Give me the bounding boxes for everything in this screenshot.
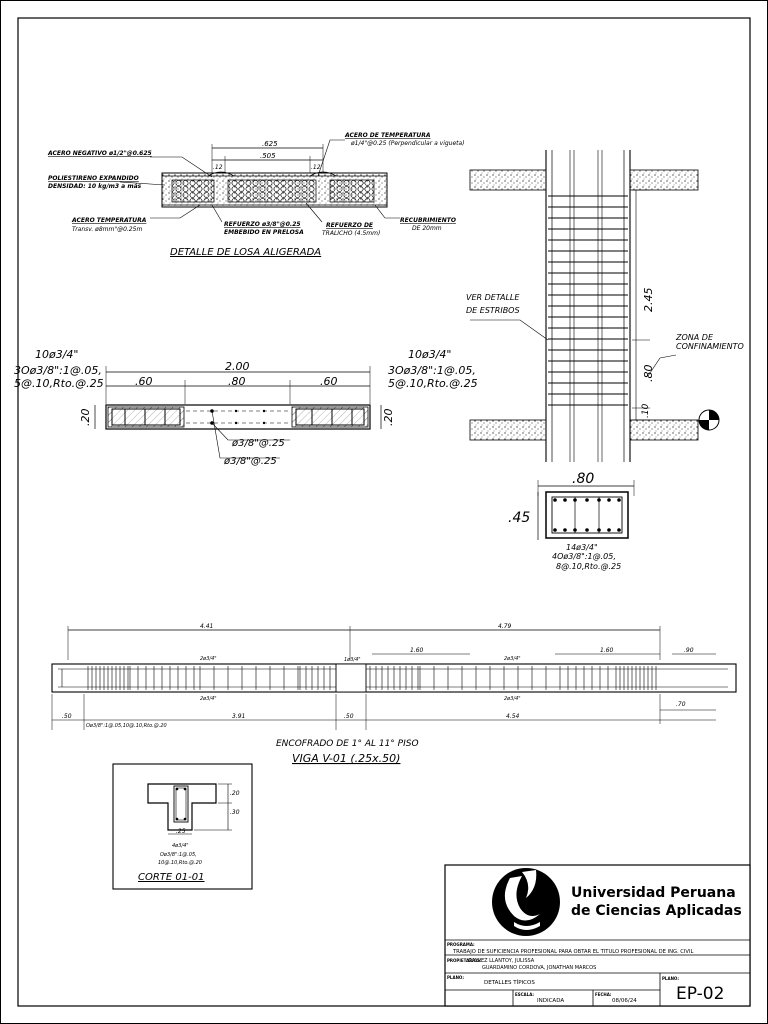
col-ver-detalle2: DE ESTRIBOS bbox=[466, 306, 520, 315]
col-d10: .10 bbox=[641, 403, 651, 418]
planta-seg3: .60 bbox=[320, 375, 338, 388]
planta-total: 2.00 bbox=[225, 360, 250, 373]
col-zona2: CONFINAMIENTO bbox=[676, 342, 744, 351]
label-densidad: DENSIDAD: 10 kg/m3 a más bbox=[48, 183, 142, 190]
losa-dim-top: .625 bbox=[262, 140, 278, 148]
label-refuerzo1: REFUERZO ø3/8"@0.25 bbox=[224, 221, 301, 228]
label-refuerzo2: REFUERZO DE bbox=[326, 222, 374, 229]
losa-dim-mid: .505 bbox=[260, 152, 276, 160]
losa-detail: .625 .505 .12 .12 ACERO NEGATIVO ø1/2"@0… bbox=[47, 132, 465, 258]
corte-title: CORTE 01-01 bbox=[138, 872, 204, 883]
planta-bar-a: ø3/8"@.25 bbox=[231, 438, 285, 449]
escala-value: INDICADA bbox=[537, 998, 564, 1004]
prop1: GALVEZ LLANTOY, JULISSA bbox=[468, 958, 535, 964]
planta-left-stirrups1: 3Oø3/8":1@.05, bbox=[14, 364, 102, 377]
label-acero-temp-left: ACERO TEMPERATURA bbox=[71, 217, 147, 224]
programa-value: TRABAJO DE SUFICIENCIA PROFESIONAL PARA … bbox=[452, 949, 694, 955]
label-refuerzo2b: TRALICHO (4.5mm) bbox=[322, 230, 380, 237]
label-refuerzo1b: EMBEBIDO EN PRELOSA bbox=[224, 229, 304, 236]
label-acero-negativo: ACERO NEGATIVO ø1/2"@0.625 bbox=[47, 150, 152, 157]
viga-d441: 4.41 bbox=[200, 623, 213, 630]
sec-height: .45 bbox=[508, 510, 530, 526]
corte-bars: 4ø3/4" bbox=[172, 843, 189, 849]
upc-logo-icon bbox=[492, 868, 560, 936]
viga-d160b: 1.60 bbox=[600, 647, 614, 654]
viga-d90: .90 bbox=[684, 647, 694, 654]
planta-seg1: .60 bbox=[135, 375, 153, 388]
prop2: GUARDAMINO CORDOVA, JONATHAN MARCOS bbox=[482, 965, 596, 971]
plano-label: PLANO: bbox=[447, 975, 464, 980]
uni-line1: Universidad Peruana bbox=[571, 885, 736, 901]
plano-value: DETALLES TÍPICOS bbox=[484, 979, 535, 986]
label-poliestireno: POLIESTIRENO EXPANDIDO bbox=[48, 175, 139, 182]
inner-border bbox=[17, 17, 751, 1007]
viga-d454: 4.54 bbox=[506, 713, 520, 720]
fecha-value: 08/06/24 bbox=[612, 998, 637, 1004]
viga-d160a: 1.60 bbox=[410, 647, 424, 654]
sec-bars: 14ø3/4" bbox=[566, 543, 598, 552]
planta-right-stirrups1: 3Oø3/8":1@.05, bbox=[388, 364, 476, 377]
planta-right-stirrups2: 5@.10,Rto.@.25 bbox=[388, 377, 478, 390]
sec-width: .80 bbox=[572, 471, 594, 487]
programa-label: PROGRAMA: bbox=[447, 942, 475, 947]
losa-dim-a: .12 bbox=[213, 164, 223, 171]
corte-stir1: Oø3/8":1@.05, bbox=[160, 852, 197, 858]
sec-stir1: 4Oø3/8":1@.05, bbox=[552, 552, 616, 561]
viga-title1: ENCOFRADO DE 1° AL 11° PISO bbox=[276, 739, 419, 749]
planta-right-bars: 10ø3/4" bbox=[408, 348, 452, 361]
corte-d30: .30 bbox=[230, 809, 240, 816]
viga-d70: .70 bbox=[676, 701, 686, 708]
viga-d50a: .50 bbox=[62, 713, 72, 720]
planta-left-bars: 10ø3/4" bbox=[35, 348, 79, 361]
plano-num-label: PLANO: bbox=[662, 976, 679, 981]
label-acero-temp-left2: Transv. ø8mm"@0.25m bbox=[72, 226, 142, 233]
col-ver-detalle1: VER DETALLE bbox=[466, 293, 520, 302]
viga-d50b: .50 bbox=[344, 713, 354, 720]
col-zona1: ZONA DE bbox=[675, 333, 714, 342]
label-recubrimiento2: DE 20mm bbox=[412, 225, 442, 232]
viga-d479: 4.79 bbox=[498, 623, 512, 630]
propietarios-label: PROPIETARIOS: bbox=[447, 958, 482, 963]
viga-bot-right: 2ø3/4" bbox=[504, 696, 521, 702]
planta-h-left: .20 bbox=[79, 409, 92, 427]
viga-bot-left: 2ø3/4" bbox=[200, 696, 217, 702]
escala-label: ESCALA: bbox=[515, 992, 534, 997]
viga-stirrups: Oø3/8":1@.05,10@.10,Rto.@.20 bbox=[86, 723, 167, 729]
corte-d20: .20 bbox=[230, 790, 240, 797]
corte-d25: .25 bbox=[176, 828, 186, 835]
viga-top-mid: 1ø3/4" bbox=[344, 657, 361, 663]
viga-title2: VIGA V-01 (.25x.50) bbox=[292, 752, 400, 765]
col-d245: 2.45 bbox=[642, 288, 655, 313]
planta-left-stirrups2: 5@.10,Rto.@.25 bbox=[14, 377, 104, 390]
seccion-detail: .80 .45 14ø3/4" 4Oø3/8":1@.05, 8@.10,Rto… bbox=[508, 471, 635, 571]
sec-stir2: 8@.10,Rto.@.25 bbox=[556, 562, 621, 571]
level-marker-icon bbox=[698, 409, 720, 431]
corte-detail: .20 .30 .25 4ø3/4" Oø3/8":1@.05, 10@.10,… bbox=[112, 763, 253, 890]
label-acero-temp-top2: ø1/4"@0.25 (Perpendicular a vigueta) bbox=[350, 140, 465, 147]
planta-detail: 2.00 .60 .80 .60 .20 .20 ø3/8"@.25 ø3/8"… bbox=[14, 348, 478, 467]
columna-detail: 2.45 .80 .10 VER DETALLE DE ESTRIBOS ZON… bbox=[466, 150, 744, 462]
col-d80: .80 bbox=[642, 365, 655, 383]
fecha-label: FECHA: bbox=[595, 992, 612, 997]
viga-detail: 4.41 4.79 1.60 1.60 .90 2ø3/4" 1ø3/4" 2ø… bbox=[51, 623, 737, 765]
label-acero-temp-top: ACERO DE TEMPERATURA bbox=[344, 132, 431, 139]
title-block: Universidad Peruana de Ciencias Aplicada… bbox=[444, 864, 751, 1007]
viga-top-right: 2ø3/4" bbox=[504, 656, 521, 662]
corte-stir2: 10@.10,Rto.@.20 bbox=[158, 860, 202, 866]
losa-title: DETALLE DE LOSA ALIGERADA bbox=[170, 247, 321, 258]
planta-h-right: .20 bbox=[382, 409, 395, 427]
planta-bar-b: ø3/8"@.25 bbox=[223, 456, 277, 467]
uni-line2: de Ciencias Aplicadas bbox=[571, 903, 742, 919]
viga-top-left: 2ø3/4" bbox=[200, 656, 217, 662]
viga-d391: 3.91 bbox=[232, 713, 245, 720]
label-recubrimiento: RECUBRIMIENTO bbox=[400, 217, 456, 224]
planta-seg2: .80 bbox=[228, 375, 246, 388]
losa-dim-b: .12 bbox=[311, 164, 321, 171]
plano-number: EP-02 bbox=[676, 984, 724, 1004]
